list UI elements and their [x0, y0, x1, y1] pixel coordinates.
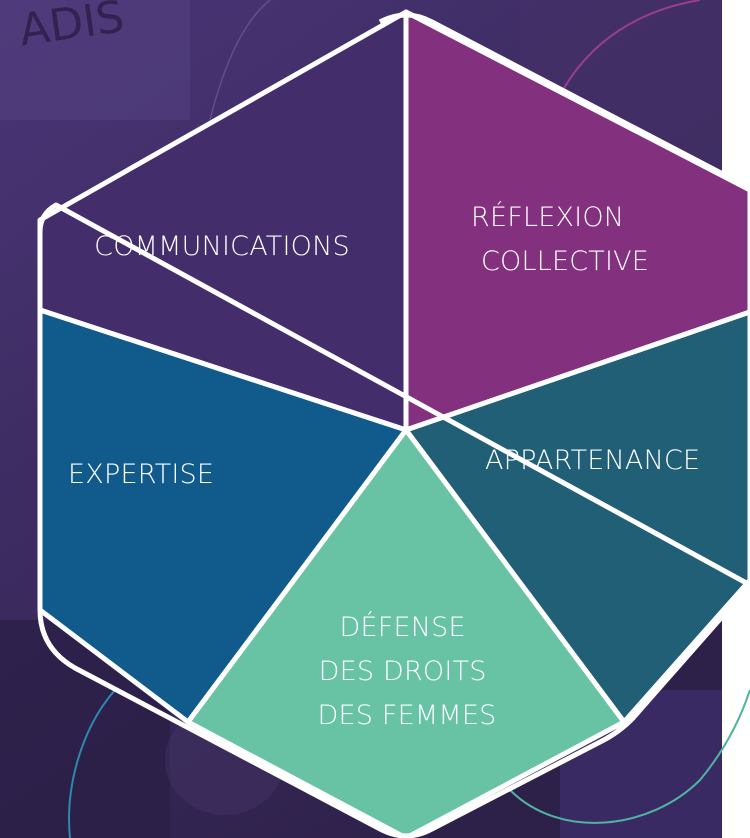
label-defense-line-1: DÉFENSE [339, 611, 465, 643]
label-communications: COMMUNICATIONS [94, 231, 350, 262]
hexagon-outline [37, 12, 750, 838]
label-communications-line-1: COMMUNICATIONS [94, 231, 350, 262]
label-reflexion-collective: RÉFLEXION COLLECTIVE [471, 201, 649, 277]
segment-defense-des-droits-des-femmes [185, 427, 627, 838]
decorative-thread-light [209, 0, 271, 121]
label-defense-line-3: DES FEMMES [318, 700, 497, 731]
label-defense-des-droits-des-femmes: DÉFENSE DES DROITS DES FEMMES [318, 611, 497, 731]
label-appartenance-line-1: APPARTENANCE [485, 445, 700, 476]
decorative-thread-purple [559, 0, 701, 96]
label-reflexion-line-2: COLLECTIVE [481, 246, 649, 277]
label-appartenance: APPARTENANCE [485, 445, 700, 476]
label-defense-line-2: DES DROITS [319, 656, 487, 687]
hexagon [37, 9, 750, 838]
label-expertise: EXPERTISE [68, 459, 214, 490]
label-reflexion-line-1: RÉFLEXION [471, 201, 624, 233]
label-expertise-line-1: EXPERTISE [68, 459, 214, 490]
decorative-thread-blue [68, 689, 116, 838]
decorative-thread-teal [509, 689, 750, 824]
